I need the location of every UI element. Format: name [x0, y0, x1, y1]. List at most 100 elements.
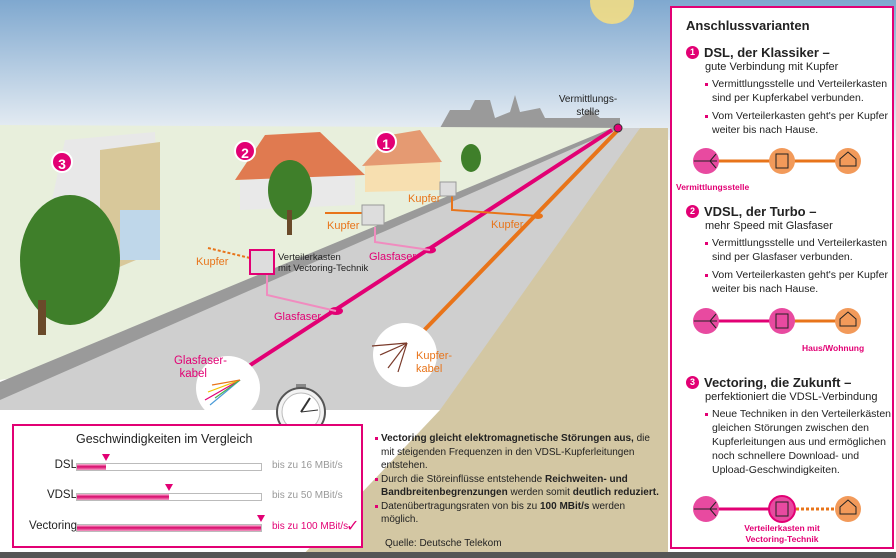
variant-title: Vectoring, die Zukunft – — [704, 375, 852, 390]
diagram-label: Haus/Wohnung — [802, 343, 865, 353]
glasfaser-label: Glasfaser — [369, 251, 417, 263]
speed-name: Vectoring — [29, 520, 77, 532]
kupferkabel-label: Kupfer- kabel — [416, 350, 452, 376]
speed-bar-fill — [77, 494, 169, 500]
house-icon — [835, 496, 861, 522]
kupfer-label: Kupfer — [491, 219, 524, 231]
curb — [0, 128, 620, 400]
variant-bullet: Vermittlungsstelle und Verteilerkasten s… — [705, 236, 895, 264]
variant-subtitle: mehr Speed mit Glasfaser — [705, 220, 833, 232]
badge-1: 1 — [375, 131, 397, 153]
variant-dsl: 1 DSL, der Klassiker – gute Verbindung mi… — [686, 45, 891, 137]
variant-subtitle: gute Verbindung mit Kupfer — [705, 61, 839, 73]
fiber-branch — [266, 275, 337, 312]
label-line: kabel — [179, 368, 208, 380]
house-1 — [362, 130, 442, 192]
note-text: Datenübertragungsraten von bis zu — [381, 500, 540, 512]
glasfaserkabel-label: Glasfaser- kabel — [165, 355, 227, 381]
note-bold: Reichweiten- und Bandbreitenbegrenzungen — [381, 473, 628, 499]
vdsl-diagram — [688, 304, 878, 340]
speed-title: Geschwindigkeiten im Vergleich — [76, 432, 253, 446]
vectoring-diagram — [688, 492, 878, 528]
label-line: Glasfaser- — [173, 355, 227, 367]
source-credit: Quelle: Deutsche Telekom — [385, 538, 502, 549]
vectoring-cabinet-label: Verteilerkasten mit Vectoring-Technik — [278, 252, 368, 274]
vectoring-notes: Vectoring gleicht elektromagnetische Stö… — [375, 432, 665, 527]
speed-bar — [76, 454, 262, 471]
variant-vectoring: 3 Vectoring, die Zukunft – perfektioniert… — [686, 375, 891, 477]
speed-bar — [76, 515, 265, 532]
connection-diagram — [693, 495, 861, 523]
cabinet-icon — [768, 495, 796, 523]
variant-bullet: Vom Verteilerkasten geht's per Kupfer we… — [705, 109, 895, 137]
diagram-label: Verteilerkasten mit Vectoring-Technik — [744, 523, 820, 544]
label-line: Verteilerkasten — [278, 252, 341, 263]
number-badge: 1 — [686, 46, 699, 59]
number-badge: 2 — [686, 205, 699, 218]
copper-line — [403, 128, 620, 352]
house-icon — [835, 308, 861, 334]
panel-title: Anschlussvarianten — [686, 18, 810, 33]
variant-title: VDSL, der Turbo – — [704, 204, 817, 219]
variant-bullet: Vom Verteilerkasten geht's per Kupfer we… — [705, 268, 895, 296]
exchange-dot — [613, 123, 623, 133]
copper-dashed — [207, 247, 251, 259]
variant-bullet: Neue Techniken in den Verteilerkästen gl… — [705, 407, 895, 477]
sun — [590, 0, 634, 24]
label-line: kabel — [416, 363, 443, 375]
trees — [20, 144, 481, 335]
note-3: Datenübertragungsraten von bis zu 100 MB… — [375, 500, 665, 527]
speed-comparison-box: Geschwindigkeiten im Vergleich DSL bis z… — [12, 424, 363, 548]
badge-3: 3 — [51, 151, 73, 173]
glasfaser-label: Glasfaser — [274, 311, 322, 323]
checkmark-icon: ✓ — [346, 518, 360, 535]
copper-cable-end — [373, 323, 437, 387]
fiber-line — [213, 128, 614, 390]
fiber-branch — [374, 227, 431, 251]
kupfer-label: Kupfer — [196, 256, 229, 268]
note-text: die mit steigenden Frequenzen in den VDS… — [381, 433, 650, 471]
speed-marker — [102, 454, 111, 461]
number-badge: 3 — [686, 376, 699, 389]
speed-marker — [165, 484, 173, 491]
kupfer-label: Kupfer — [327, 220, 360, 232]
speed-name: VDSL — [46, 489, 77, 501]
vectoring-cabinet — [249, 249, 275, 275]
note-bold: 100 MBit/s — [540, 500, 590, 512]
connection-diagram — [693, 148, 861, 174]
copper-strands — [371, 342, 408, 373]
label-line: Kupfer- — [416, 350, 453, 362]
label-line: mit Vectoring-Technik — [278, 263, 369, 274]
house-icon — [835, 148, 861, 174]
note-text: werden somit — [507, 487, 573, 498]
vermittlungsstelle-label: Vermittlungs- stelle — [558, 93, 618, 119]
note-text: Durch die Störeinflüsse entstehende — [381, 473, 545, 485]
badge-2: 2 — [234, 140, 256, 162]
diagram-label: Vermittlungsstelle — [676, 182, 750, 192]
speed-bar — [76, 484, 262, 501]
note-text: werden möglich. — [381, 500, 626, 526]
connection-diagram — [693, 308, 861, 334]
speed-value: bis zu 16 MBit/s — [272, 460, 343, 471]
bottom-divider — [0, 552, 896, 558]
connection-variants-panel: Anschlussvarianten 1 DSL, der Klassiker –… — [670, 6, 894, 549]
road — [0, 128, 640, 440]
speed-bar-fill — [77, 464, 107, 470]
cabinet-icon — [769, 308, 795, 334]
variant-subtitle: perfektioniert die VDSL-Verbindung — [705, 391, 878, 403]
note-bold: Vectoring gleicht elektromagnetische Stö… — [381, 433, 634, 444]
dsl-diagram — [688, 144, 878, 180]
variant-bullet: Vermittlungsstelle und Verteilerkasten s… — [705, 77, 895, 105]
street-cabinet — [439, 181, 457, 197]
label-line: stelle — [576, 107, 600, 118]
city-skyline — [440, 95, 620, 130]
speed-row-vectoring: Vectoring bis zu 100 MBit/s ✓ — [14, 515, 363, 536]
variant-vdsl: 2 VDSL, der Turbo – mehr Speed mit Glasfa… — [686, 204, 891, 296]
street-cabinet — [361, 204, 385, 226]
variant-title: DSL, der Klassiker – — [704, 45, 830, 60]
speed-value: bis zu 50 MBit/s — [272, 490, 343, 501]
kupfer-label: Kupfer — [408, 193, 441, 205]
speed-name: DSL — [54, 459, 77, 471]
speed-bar-fill — [77, 525, 261, 531]
note-2: Durch die Störeinflüsse entstehende Reic… — [375, 473, 665, 500]
